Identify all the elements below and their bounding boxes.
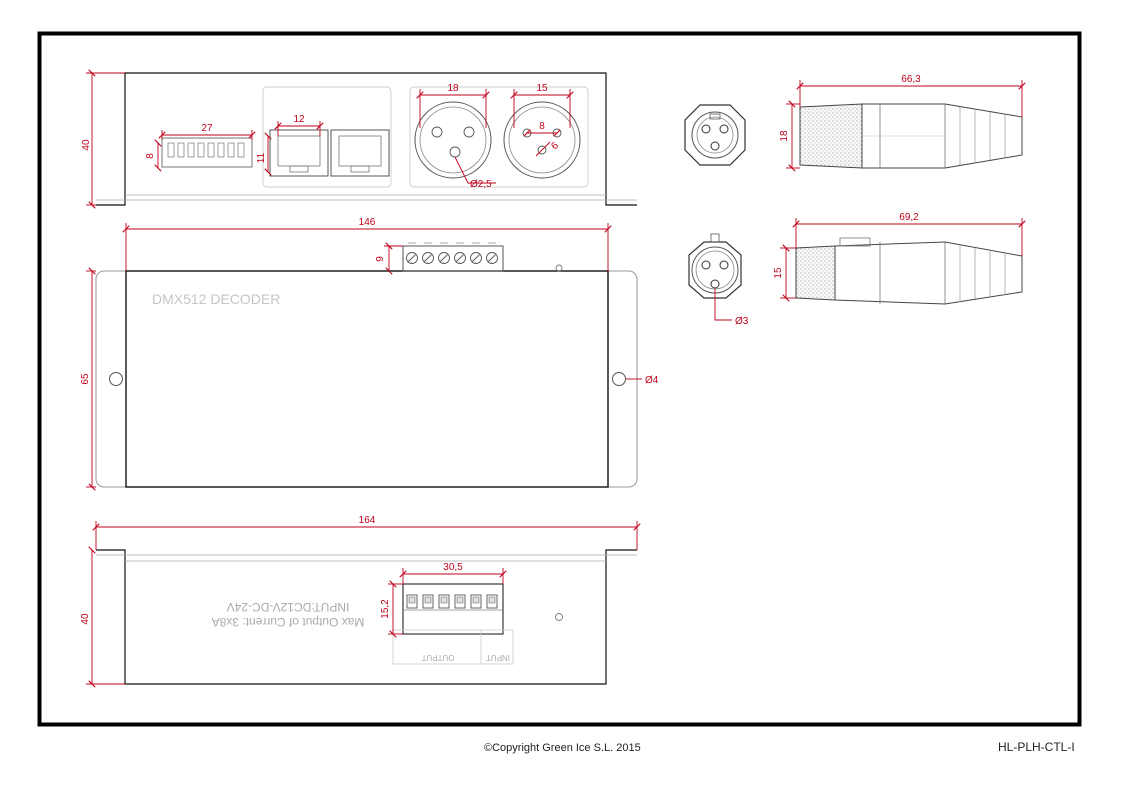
dim-dip-width: 27 <box>201 123 213 134</box>
dim-xlr-female-width: 18 <box>447 83 459 94</box>
mount-hole-right <box>612 372 626 386</box>
xlr-male-connector: Ø3 69,2 15 <box>688 212 1026 327</box>
dim-terminal-height-back: 15,2 <box>380 599 391 619</box>
decoder-body <box>125 270 609 488</box>
dim-pin-dia: 6 <box>549 140 561 152</box>
terminal-block-top <box>402 242 504 272</box>
xlr-sockets <box>409 86 589 188</box>
dim-xlr-male-pin: Ø3 <box>735 316 749 327</box>
input-label: INPUT <box>486 653 510 662</box>
dim-xlr-female-diameter: 18 <box>779 130 790 142</box>
drawing-frame <box>37 31 1082 727</box>
dim-back-length: 164 <box>359 515 376 526</box>
dim-terminal-width: 30,5 <box>443 562 463 573</box>
back-label-line2: INPUT:DC12V-DC-24V <box>227 600 350 614</box>
copyright-notice: ©Copyright Green Ice S.L. 2015 <box>484 742 641 754</box>
dim-top-width: 65 <box>80 373 91 385</box>
terminal-block-back <box>402 583 504 635</box>
dim-xlr-male-width: 15 <box>536 83 548 94</box>
dim-hole-dia: Ø2,5 <box>470 179 492 190</box>
front-view: 40 27 8 12 11 18 15 8 6 <box>81 69 637 209</box>
top-view: DMX512 DECODER 146 <box>80 217 659 491</box>
dim-xlr-male-length: 69,2 <box>899 212 919 223</box>
dim-terminal-height: 9 <box>375 256 386 262</box>
document-id: HL-PLH-CTL-I <box>998 740 1075 754</box>
dim-rj45-height: 11 <box>256 152 267 163</box>
back-view: Max Output of Current: 3x8A INPUT:DC12V-… <box>80 515 641 688</box>
back-dimensions: 164 40 30,5 15,2 <box>80 515 641 688</box>
dim-mount-hole: Ø4 <box>645 375 659 386</box>
dim-pin-spacing: 8 <box>539 121 545 132</box>
top-dimensions: 146 9 65 Ø4 <box>80 217 659 491</box>
dim-xlr-female-length: 66,3 <box>901 74 921 85</box>
product-label: DMX512 DECODER <box>152 291 280 307</box>
dim-rj45-width: 12 <box>293 114 305 125</box>
rj45-sockets <box>262 86 392 188</box>
dim-top-length: 146 <box>359 217 376 228</box>
xlr-female-connector: 66,3 18 <box>684 74 1026 172</box>
dim-front-height: 40 <box>81 139 92 151</box>
dim-xlr-male-diameter: 15 <box>773 267 784 279</box>
mount-hole-left <box>109 372 123 386</box>
output-label: OUTPUT <box>421 653 454 662</box>
back-label-line1: Max Output of Current: 3x8A <box>212 615 365 629</box>
front-dimensions: 40 27 8 12 11 18 15 8 6 <box>81 69 574 209</box>
dip-switch <box>161 137 253 168</box>
dim-back-height: 40 <box>80 613 91 625</box>
dim-dip-height: 8 <box>145 153 156 159</box>
